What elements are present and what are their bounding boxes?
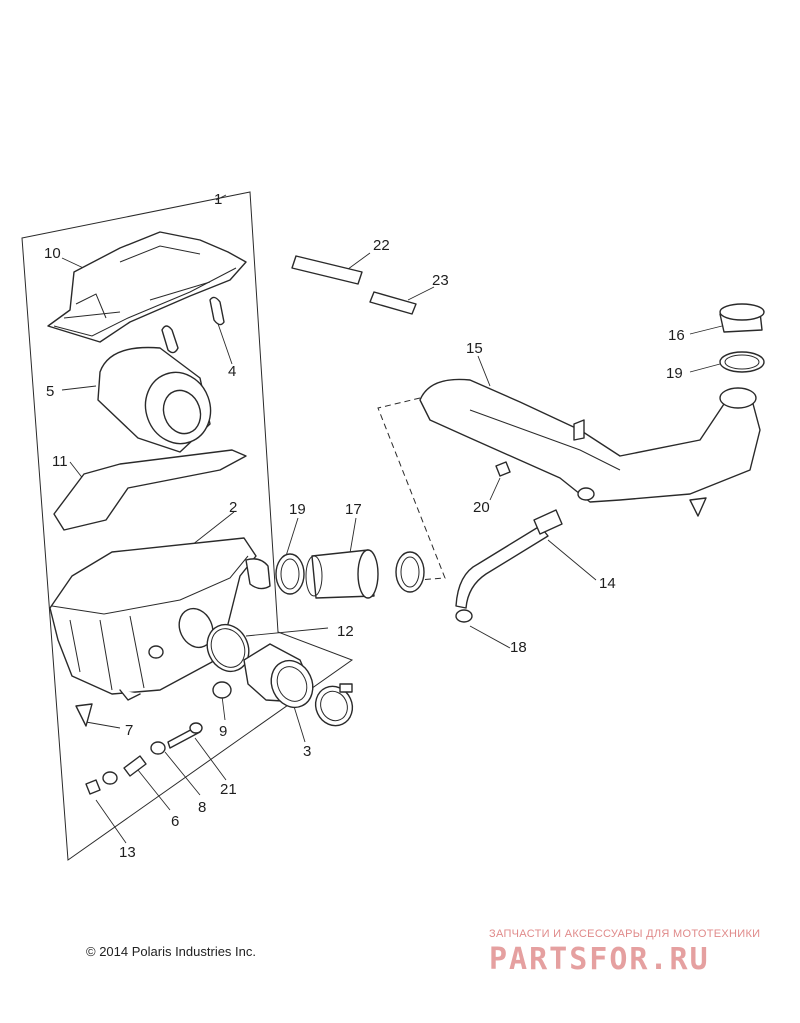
bolt [167, 722, 203, 749]
callout-3: 3 [303, 743, 311, 760]
callout-15: 15 [466, 340, 483, 357]
watermark-tagline: ЗАПЧАСТИ И АКСЕССУАРЫ ДЛЯ МОТОТЕХНИКИ [489, 928, 761, 940]
clamp-19-left [275, 553, 305, 595]
callout-4: 4 [228, 363, 236, 380]
nut [85, 779, 101, 795]
callout-22: 22 [373, 237, 390, 254]
spacer [150, 741, 166, 755]
watermark-logo: PARTSFOR.RU [489, 942, 710, 977]
outlet-boot [243, 643, 314, 709]
clamp-19-right [395, 551, 425, 593]
drain-valve-right [689, 497, 707, 517]
latch-clips [161, 296, 225, 354]
callout-8: 8 [198, 799, 206, 816]
callout-16: 16 [668, 327, 685, 344]
callout-17: 17 [345, 501, 362, 518]
callout-14: 14 [599, 575, 616, 592]
copyright-notice: © 2014 Polaris Industries Inc. [86, 944, 256, 959]
drain-plug [212, 681, 232, 699]
callout-9: 9 [219, 723, 227, 740]
callout-10: 10 [44, 245, 61, 262]
clamp-ring-12b [206, 623, 250, 673]
callout-7: 7 [125, 722, 133, 739]
leader-lines [61, 194, 723, 844]
duct-cap [719, 303, 765, 333]
breather-hose [455, 509, 563, 609]
intake-duct [419, 378, 761, 503]
airbox-base [49, 537, 271, 701]
grommet [102, 771, 118, 785]
callout-20: 20 [473, 499, 490, 516]
callout-23: 23 [432, 272, 449, 289]
air-filter [97, 346, 212, 453]
clamp-ring-12a [178, 607, 214, 649]
airbox-cover [47, 231, 247, 343]
strip-22 [291, 255, 363, 285]
callout-13: 13 [119, 844, 136, 861]
strip-23 [369, 291, 417, 315]
callout-19-duct: 19 [666, 365, 683, 382]
coupler-tube [305, 549, 379, 599]
callout-21: 21 [220, 781, 237, 798]
callout-5: 5 [46, 383, 54, 400]
callout-1: 1 [214, 191, 222, 208]
assembly-outline [21, 191, 354, 861]
hose-fitting [455, 609, 473, 623]
callout-19-coupler: 19 [289, 501, 306, 518]
callout-2: 2 [229, 499, 237, 516]
duct-bolt [495, 461, 511, 477]
routing-dashed-line [377, 397, 446, 581]
drain-valve-left [75, 703, 93, 727]
callout-11: 11 [52, 453, 68, 470]
bushing [123, 755, 147, 777]
callout-18: 18 [510, 639, 527, 656]
callouts: 1 2 3 4 5 6 7 8 9 10 11 12 13 14 15 16 1… [44, 191, 685, 861]
callout-12: 12 [337, 623, 354, 640]
callout-6: 6 [171, 813, 179, 830]
airbox-seal [53, 449, 247, 531]
